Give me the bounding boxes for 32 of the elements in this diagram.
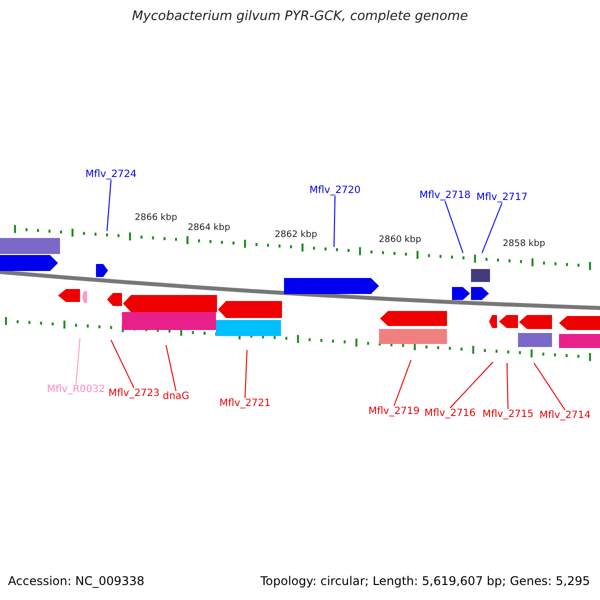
gene-label: Mflv_2714 xyxy=(539,410,591,421)
scale-label: 2864 kbp xyxy=(188,224,230,234)
genome-stats-text: Topology: circular; Length: 5,619,607 bp; Genes: 5,295 xyxy=(260,575,590,588)
leader-line xyxy=(394,360,412,406)
leader-line xyxy=(450,362,494,408)
leader-line xyxy=(506,362,508,410)
leader-line xyxy=(166,344,176,392)
gene-label: Mflv_2723 xyxy=(108,388,160,399)
gene-label: Mflv_2720 xyxy=(309,185,361,196)
leader-line xyxy=(534,362,566,410)
scale-label: 2866 kbp xyxy=(134,214,178,224)
leader-line xyxy=(76,338,80,384)
leader-line xyxy=(444,200,464,254)
gene-label: Mflv_2724 xyxy=(85,169,137,180)
leader-line xyxy=(244,350,248,398)
leader-line xyxy=(482,202,502,254)
leader-line xyxy=(110,340,134,388)
scale-label: 2858 kbp xyxy=(502,240,546,250)
leader-line xyxy=(334,196,336,248)
gene-label: Mflv_R0032 xyxy=(46,384,106,395)
scale-label: 2860 kbp xyxy=(378,236,422,246)
gene-label: Mflv_2717 xyxy=(476,192,528,203)
gene-label: Mflv_2716 xyxy=(424,408,476,419)
accession-text: Accession: NC_009338 xyxy=(8,575,144,588)
gene-label: dnaG xyxy=(162,391,190,402)
gene-label: Mflv_2719 xyxy=(368,406,420,417)
scale-label: 2862 kbp xyxy=(274,231,318,241)
title: Mycobacterium gilvum PYR-GCK, complete genome xyxy=(132,10,468,24)
gene-label: Mflv_2718 xyxy=(419,190,471,201)
gene-label: Mflv_2721 xyxy=(219,398,271,409)
gene-label: Mflv_2715 xyxy=(482,409,534,420)
leader-line xyxy=(106,180,112,232)
